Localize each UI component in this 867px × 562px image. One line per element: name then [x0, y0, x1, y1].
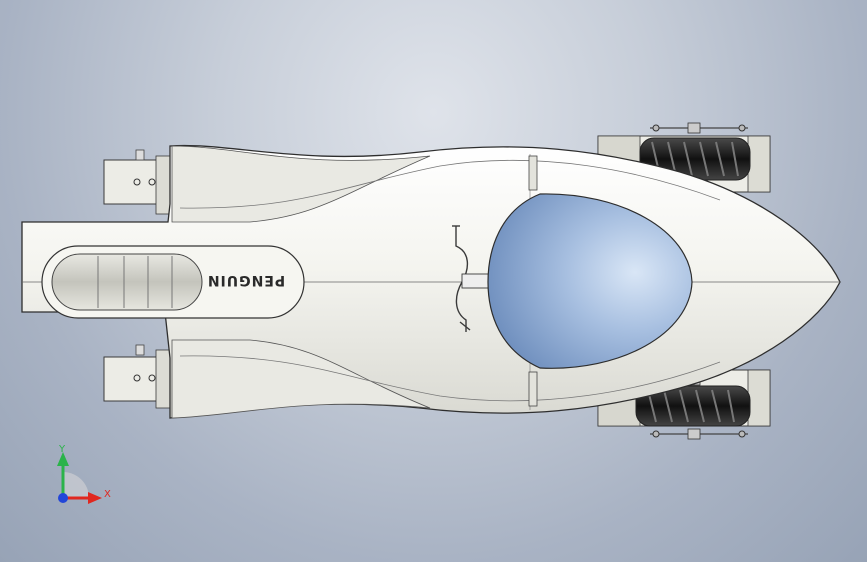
x-axis-label: X	[104, 489, 111, 500]
coordinate-triad: Y X	[57, 444, 111, 504]
body-contour-line	[179, 159, 721, 209]
y-axis-label: Y	[58, 444, 66, 455]
rear-bracket-bottom	[103, 344, 171, 409]
body-contour-line	[179, 355, 721, 402]
rear-engine-pod: PENGUIN	[41, 245, 305, 319]
side-pod-bottom	[171, 339, 431, 419]
origin-dot	[58, 493, 68, 503]
cockpit-canopy	[487, 193, 693, 369]
cockpit-post-top	[528, 155, 538, 191]
side-pod-top	[171, 145, 431, 223]
penguin-body-text: PENGUIN	[207, 272, 285, 288]
cockpit-post-bottom	[528, 371, 538, 407]
rear-bracket-top	[103, 149, 171, 215]
